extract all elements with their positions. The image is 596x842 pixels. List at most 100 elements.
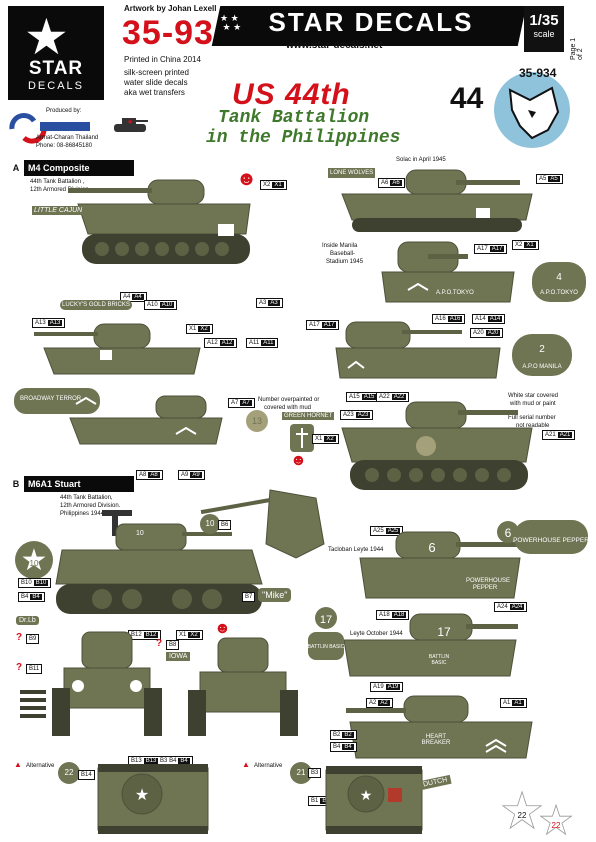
producer-band — [40, 122, 90, 131]
insignia-number: 44 — [450, 82, 484, 115]
mike-marking: "Mike" — [258, 588, 292, 602]
svg-text:A.P.O MANILA: A.P.O MANILA — [522, 364, 561, 370]
print-method: silk-screen printed water slide decals a… — [124, 68, 189, 97]
stuart-turret-detail — [200, 489, 325, 559]
iowa-marking: IOWA — [166, 652, 191, 661]
dr-lb-marking: Dr.Lb — [16, 616, 39, 625]
question-mark-2-icon: ? — [16, 662, 23, 673]
caption-leyte: Leyte October 1944 — [350, 631, 403, 637]
svg-text:★: ★ — [21, 544, 48, 577]
producer-line2: Phone: 08-86845180 — [36, 143, 93, 149]
m4-tank-tacloban: 6 — [359, 531, 522, 599]
producer-label: Produced by: — [46, 108, 82, 114]
section-a-unit-1: 44th Tank Battalion , — [30, 179, 85, 185]
banner-title: STAR DECALS — [268, 7, 474, 37]
stuart-rear-view — [188, 637, 298, 736]
m4-tank-right-mid — [335, 321, 501, 379]
caption-overpainted-2: covered with mud — [264, 405, 312, 411]
powerhouse-on-tank: POWERHOUSE PEPPER — [466, 578, 511, 591]
caption-manila-2: Baseball- — [330, 251, 356, 257]
m4-tank-right-top — [341, 169, 533, 232]
svg-text:10: 10 — [30, 559, 39, 568]
question-mark-1-icon: ? — [16, 632, 23, 643]
num-13-decal: 13 — [246, 410, 268, 432]
apo-tokyo-on-tank: A.P.O.TOKYO — [436, 290, 474, 296]
svg-text:17: 17 — [320, 614, 332, 626]
caption-alternative-2: Alternative — [254, 763, 283, 769]
caption-tacloban: Tacloban Leyte 1944 — [328, 547, 384, 553]
m4-tank-right-front — [381, 241, 515, 303]
little-cajun-marking: LITTLE CAJUN — [32, 206, 85, 215]
section-a-header: A M4 Composite — [8, 160, 134, 176]
section-b-unit-3: Philippines 1944-45. — [60, 511, 115, 517]
powerhouse-decal: 6 POWERHOUSE PEPPER — [497, 520, 589, 554]
devil-insignia-2-icon: ☻ — [290, 452, 307, 469]
caption-alternative-1: Alternative — [26, 763, 55, 769]
stuart-num-on-turret: 10 — [136, 530, 144, 537]
svg-text:★: ★ — [360, 787, 373, 803]
svg-text:6: 6 — [505, 526, 512, 540]
m4-tank-left-main — [68, 179, 251, 264]
dutch-marking: DUTCH — [419, 774, 452, 791]
section-a-title: M4 Composite — [28, 163, 90, 173]
svg-text:POWERHOUSE PEPPER: POWERHOUSE PEPPER — [513, 537, 589, 544]
m4-tank-heart-breaker — [346, 695, 533, 759]
caption-manila-1: Inside Manila — [322, 243, 358, 249]
m4-tank-left-mid — [34, 323, 201, 375]
logo-sub: DECALS — [27, 80, 85, 92]
tag-b8: B8 — [166, 640, 180, 650]
num-10-decal: 10 — [200, 514, 220, 534]
m4-tank-right-large — [341, 401, 533, 490]
svg-text:★: ★ — [538, 799, 574, 842]
white-stars-22-decals: ★ 22 ★ 22 — [499, 783, 574, 842]
hornet-insignia-icon — [290, 424, 314, 452]
tag-b9: B9 — [26, 634, 40, 644]
section-a-letter: A — [8, 160, 24, 176]
logo-brand: STAR — [28, 58, 84, 79]
producer-line1: Armat-Charan Thailand — [36, 135, 99, 141]
stuart-top-view-1: ★ — [97, 764, 209, 834]
stars-icon: ★ ★ ★ ★ — [220, 13, 242, 32]
svg-text:2: 2 — [539, 344, 545, 355]
apo-manila-decal: 2 A.P.O MANILA — [512, 334, 572, 376]
m4-tank-leyte: 17 — [343, 613, 518, 677]
svg-text:17: 17 — [437, 625, 451, 639]
section-a-unit-2: 12th Armored Division — [30, 187, 89, 193]
star-21-decal: 21 — [290, 762, 312, 784]
svg-text:22: 22 — [518, 811, 527, 820]
section-b-unit-2: 12th Armored Division. — [60, 503, 121, 509]
stuart-top-view-2: ★ — [325, 766, 423, 834]
insignia-code: 35-934 — [519, 66, 557, 80]
svg-text:6: 6 — [428, 540, 435, 555]
broadway-terror-decal: BROADWAY TERROR — [14, 388, 100, 414]
alt-marker-1-icon: ▲ — [14, 760, 22, 769]
printed-info: Printed in China 2014 — [124, 55, 201, 64]
m4-tank-left-broadway — [69, 395, 223, 445]
subtitle-line2: in the Philippines — [206, 128, 401, 148]
stuart-tank-main — [55, 510, 263, 614]
section-b-title: M6A1 Stuart — [28, 479, 81, 489]
svg-text:★: ★ — [500, 783, 545, 839]
devil-insignia-icon: ☻ — [236, 168, 258, 190]
subtitle-line1: Tank Battalion — [218, 108, 370, 128]
